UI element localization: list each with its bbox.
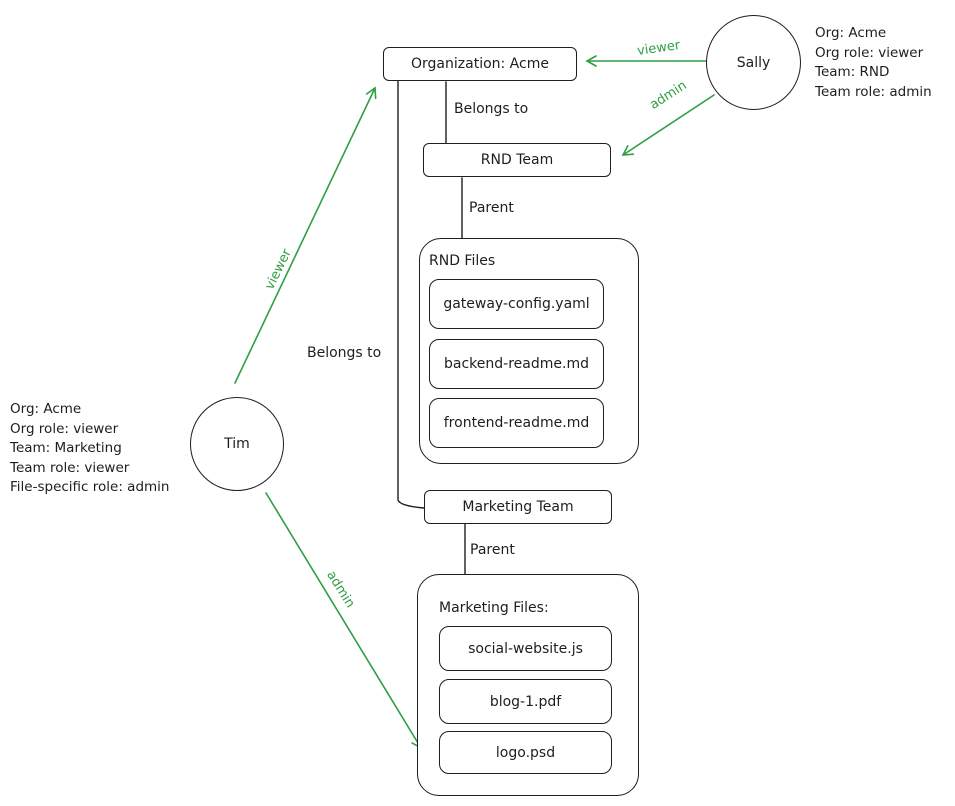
tim-info-line: File-specific role: admin xyxy=(10,479,170,495)
sally-info-line: Org role: viewer xyxy=(815,44,924,61)
sally-info-line: Team role: admin xyxy=(815,83,932,100)
sally-info: Org: Acme Org role: viewer Team: RND Tea… xyxy=(815,24,932,102)
tim-info: Org: Acme Org role: viewer Team: Marketi… xyxy=(10,400,169,498)
tim-user-node[interactable]: Tim xyxy=(190,397,284,491)
sally-user-node[interactable]: Sally xyxy=(706,15,801,110)
tim-info-line: Team role: viewer xyxy=(10,459,130,476)
tim-info-line: Org role: viewer xyxy=(10,420,119,437)
org-marketing-edge-label: Belongs to xyxy=(307,345,382,361)
org-to-marketing-line xyxy=(397,79,425,509)
sally-admin-edge xyxy=(621,94,715,156)
marketing-file-item[interactable]: logo.psd xyxy=(439,731,612,774)
rnd-file-item[interactable]: frontend-readme.md xyxy=(429,398,604,448)
rnd-file-item[interactable]: backend-readme.md xyxy=(429,339,604,389)
organization-node[interactable]: Organization: Acme xyxy=(383,47,577,81)
rnd-file-item[interactable]: gateway-config.yaml xyxy=(429,279,604,329)
sally-info-line: Org: Acme xyxy=(815,25,887,41)
tim-info-line: Org: Acme xyxy=(10,401,82,417)
marketing-file-item[interactable]: social-website.js xyxy=(439,626,612,671)
marketing-file-item[interactable]: blog-1.pdf xyxy=(439,679,612,724)
marketing-files-edge-label: Parent xyxy=(470,542,515,558)
tim-admin-edge xyxy=(265,492,422,750)
rnd-team-node[interactable]: RND Team xyxy=(423,143,611,177)
tim-info-line: Team: Marketing xyxy=(10,440,122,456)
rnd-files-title: RND Files xyxy=(429,253,496,269)
marketing-team-node[interactable]: Marketing Team xyxy=(424,490,612,524)
org-rnd-edge-label: Belongs to xyxy=(454,101,529,117)
marketing-files-title: Marketing Files: xyxy=(439,600,549,616)
sally-info-line: Team: RND xyxy=(815,64,890,80)
tim-viewer-edge xyxy=(234,86,377,384)
rnd-files-edge-label: Parent xyxy=(469,200,514,216)
